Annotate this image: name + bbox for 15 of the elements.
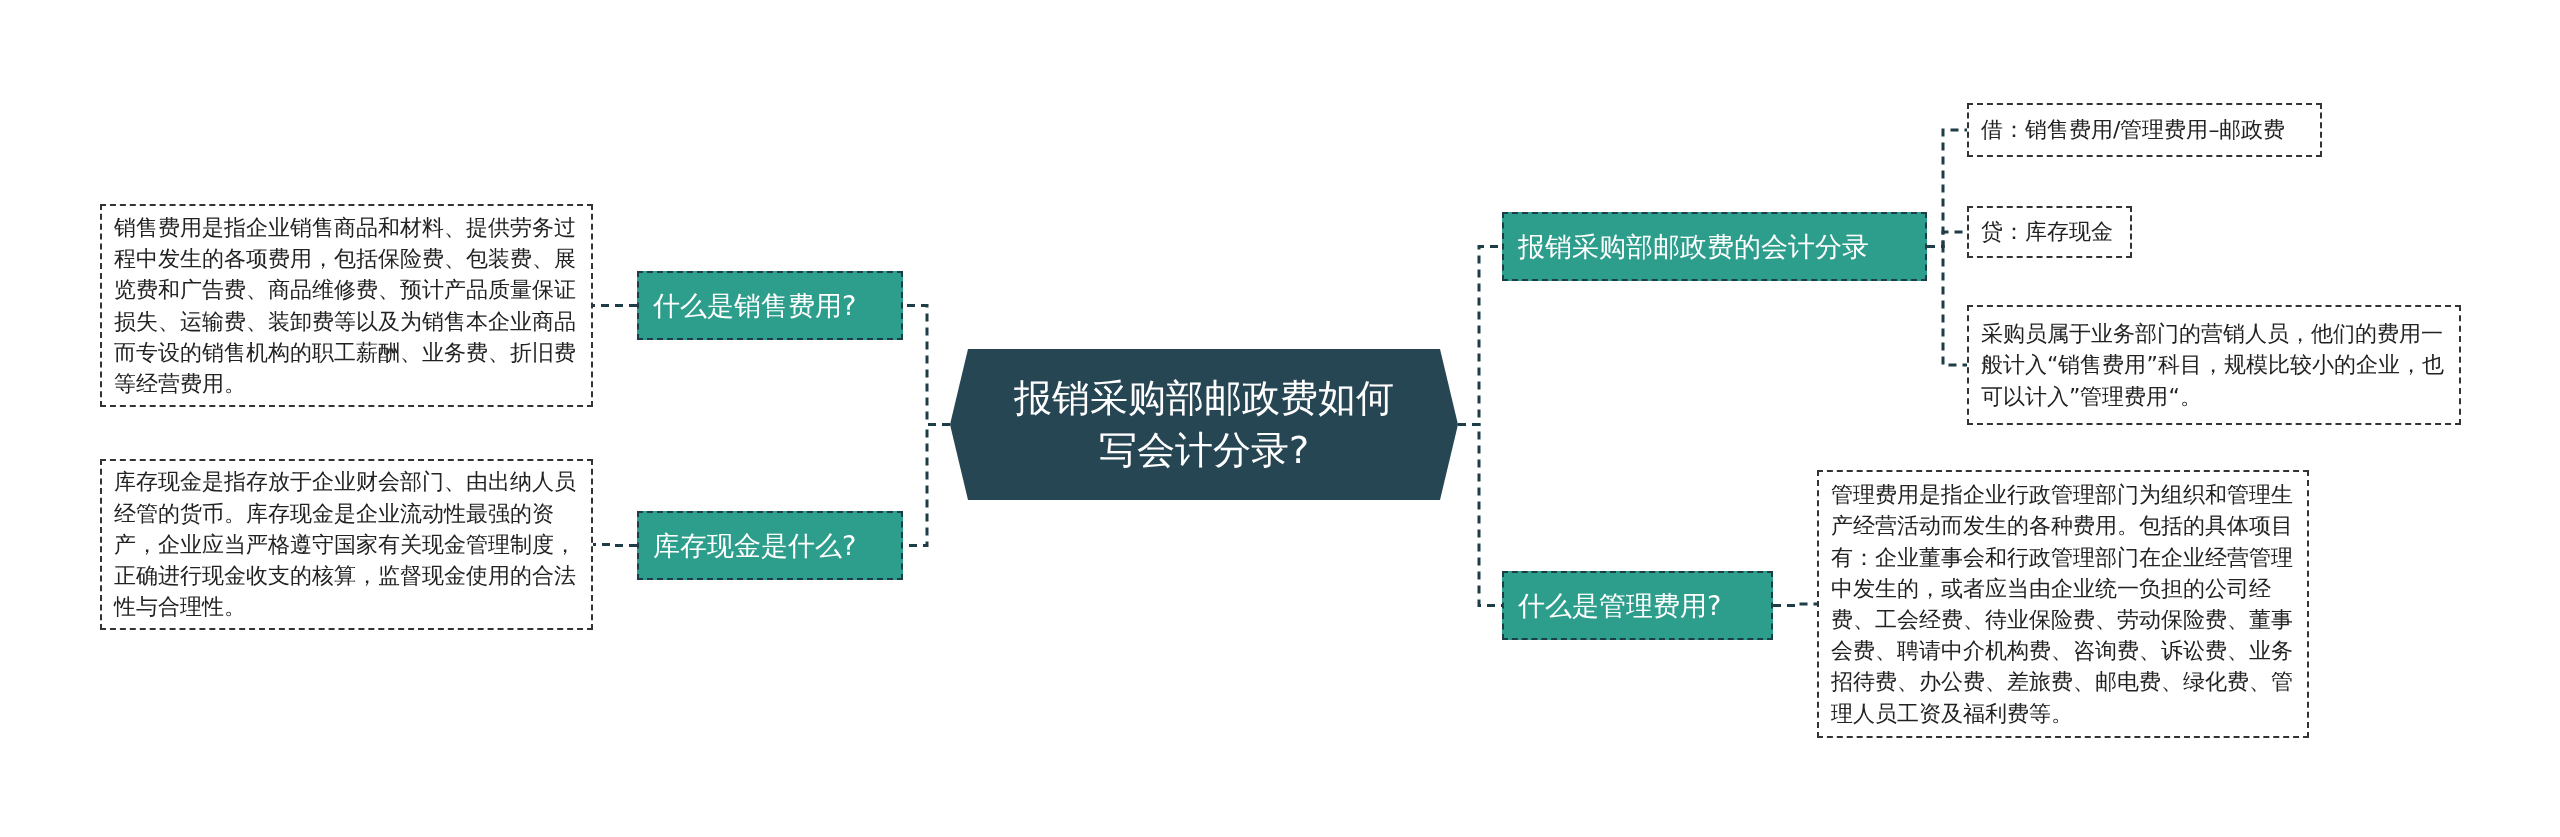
note-box: 贷：库存现金	[1967, 206, 2132, 258]
note-box: 采购员属于业务部门的营销人员，他们的费用一般计入“销售费用”科目，规模比较小的企业，也可以计入”管理费用“。	[1967, 305, 2461, 425]
topic-box: 库存现金是什么?	[637, 511, 903, 580]
connector-line	[593, 543, 637, 547]
topic-box: 什么是管理费用?	[1502, 571, 1773, 640]
note-box: 管理费用是指企业行政管理部门为组织和管理生产经营活动而发生的各种费用。包括的具体项目有：企业董事会和行政管理部门在企业经营管理中发生的，或者应当由企业统一负担的公司经费、工会经费、待业保险费、劳动保险费、董事会费、聘请中介机构费、咨询费、诉讼费、业务招待费、办公费、差旅费、邮电费、绿化费、管理人员工资及福利费等。	[1817, 470, 2309, 738]
note-box: 库存现金是指存放于企业财会部门、由出纳人员经管的货币。库存现金是企业流动性最强的资产，企业应当严格遵守国家有关现金管理制度，正确进行现金收支的核算，监督现金使用的合法性与合理性。	[100, 459, 593, 630]
topic-hexagon: 报销采购部邮政费如何写会计分录?	[950, 349, 1458, 500]
topic-box: 什么是销售费用?	[637, 271, 903, 340]
connector-line	[593, 304, 637, 307]
connector-line	[1927, 245, 1967, 367]
connector-line	[1773, 602, 1817, 607]
note-box: 借：销售费用/管理费用–邮政费	[1967, 103, 2322, 157]
topic-box: 报销采购部邮政费的会计分录	[1502, 212, 1927, 281]
note-box: 销售费用是指企业销售商品和材料、提供劳务过程中发生的各项费用，包括保险费、包装费、展览费和广告费、商品维修费、预计产品质量保证损失、运输费、装卸费等以及为销售本企业商品而专设的销售机构的职工薪酬、业务费、折旧费等经营费用。	[100, 204, 593, 407]
